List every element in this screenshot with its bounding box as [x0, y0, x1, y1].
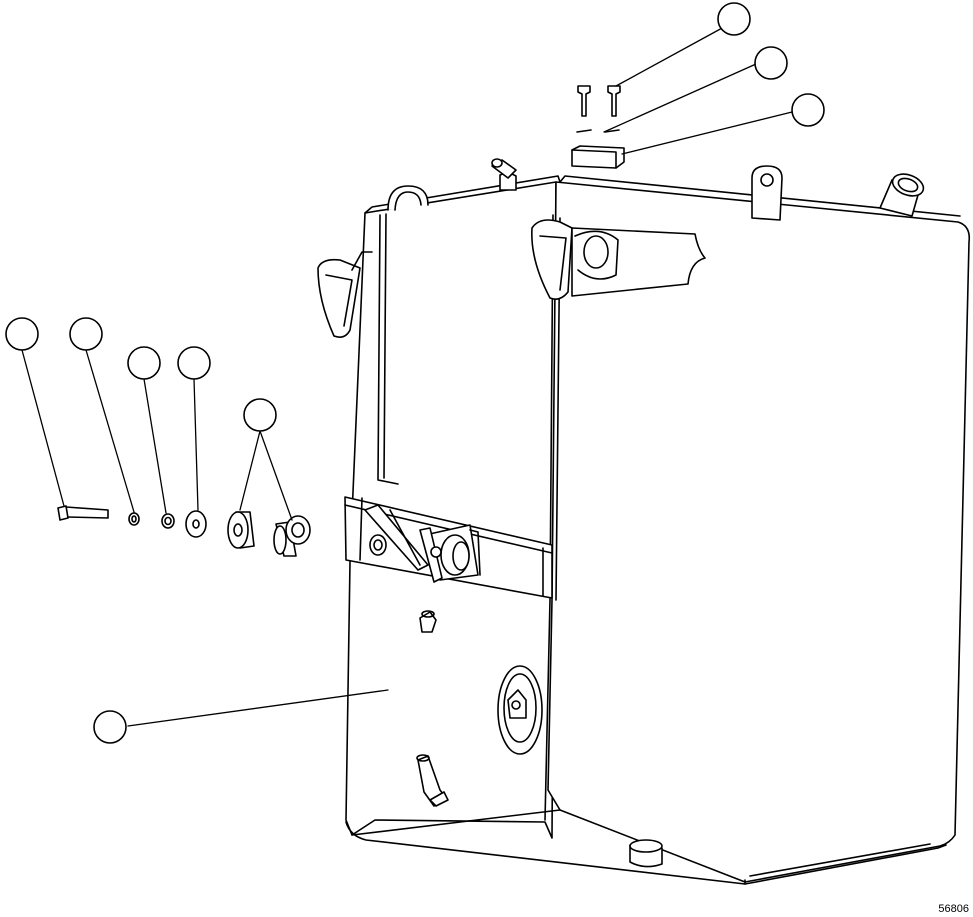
- lifting-eye-left: [387, 185, 429, 211]
- top-block: [571, 145, 625, 169]
- leader-lines: [21, 26, 793, 727]
- drain-elbow: [416, 754, 449, 807]
- callout-balloon-top-block: [791, 93, 825, 127]
- tank-right-face: [547, 181, 971, 883]
- top-washers: [576, 129, 620, 133]
- callout-balloon-long-bolt: [5, 317, 39, 351]
- suction-flange: [497, 665, 543, 755]
- small-nut: [128, 512, 140, 526]
- breather-elbow: [491, 158, 517, 191]
- drain-plug: [629, 839, 663, 868]
- rubber-mount-b: [273, 515, 311, 557]
- callout-balloon-top-bolts: [717, 2, 751, 36]
- lifting-eye-right: [751, 165, 783, 221]
- callout-balloon-tank: [93, 710, 127, 744]
- rubber-mount-a: [227, 511, 255, 549]
- drawing-reference-number: 56806: [938, 903, 969, 915]
- callout-balloon-rubber-mounts: [243, 398, 277, 432]
- side-mount-left: [317, 251, 373, 338]
- callout-balloon-flat-washer: [177, 346, 211, 380]
- level-fitting: [419, 610, 437, 633]
- strap-bushing: [419, 524, 479, 583]
- lock-washer: [161, 513, 175, 529]
- callout-balloon-small-nut: [69, 317, 103, 351]
- top-bolts: [577, 85, 621, 117]
- side-mount-right: [531, 219, 706, 300]
- callout-balloon-lock-washer: [127, 346, 161, 380]
- callout-balloon-top-washers: [754, 46, 788, 80]
- flat-washer: [185, 510, 207, 538]
- filler-neck: [879, 173, 925, 217]
- tank-bottom: [345, 821, 947, 885]
- mounting-strap: [344, 496, 553, 599]
- long-bolt: [57, 505, 109, 521]
